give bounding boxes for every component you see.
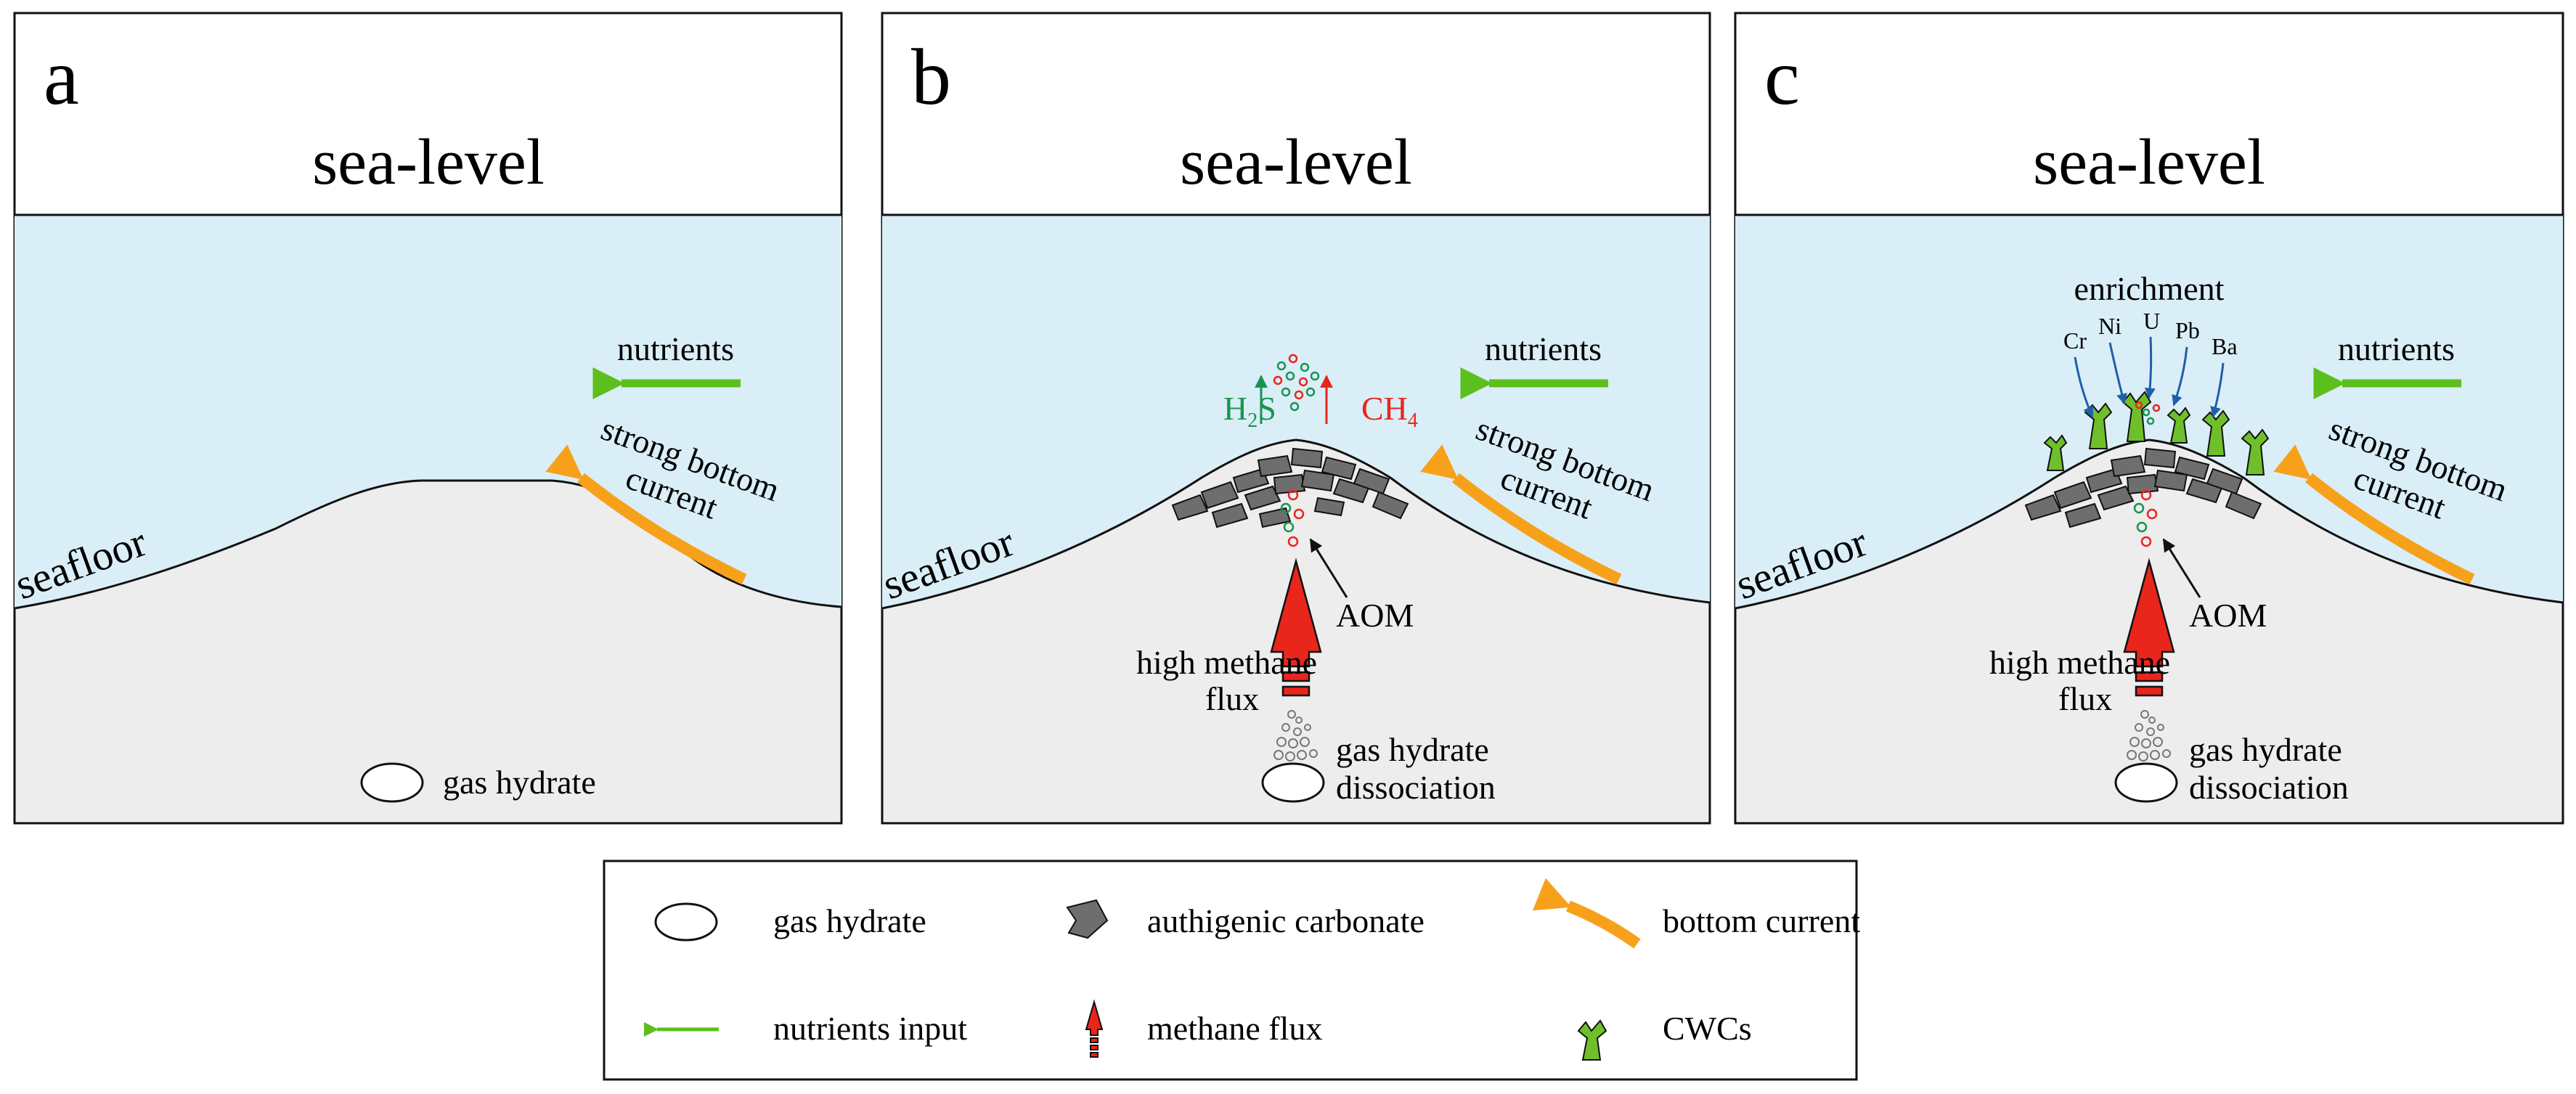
aom-pointer	[1309, 538, 1348, 598]
enrichment-arrows	[2074, 336, 2225, 418]
nutrients-label: nutrients	[2338, 330, 2455, 367]
hydrate-label-line2: dissociation	[2189, 769, 2349, 806]
gas-hydrate-icon	[360, 762, 424, 803]
panel-label: c	[1764, 33, 1800, 121]
panel-a: a sea-level seafloor nutrients strong bo…	[9, 12, 843, 825]
legend-label: bottom current	[1663, 902, 1860, 939]
methane-flux-arrow	[2123, 558, 2175, 697]
rising-bubbles	[1273, 710, 1318, 762]
panel-label: b	[911, 33, 951, 121]
sea-level-label: sea-level	[312, 126, 545, 198]
legend-item-nutrients-input: nutrients input	[644, 1010, 967, 1047]
panel-label: a	[44, 33, 79, 121]
flux-label-line2: flux	[1205, 680, 1259, 717]
bottom-current-arrow	[2273, 444, 2475, 585]
element-pb: Pb	[2175, 317, 2200, 343]
authigenic-carbonate-mound	[1171, 447, 1409, 528]
legend-item-bottom-current: bottom current	[1532, 878, 1860, 949]
rising-bubbles	[2127, 710, 2171, 762]
element-ni: Ni	[2098, 313, 2121, 339]
sea-level-label: sea-level	[2033, 126, 2265, 198]
legend-item-methane-flux: methane flux	[1085, 999, 1322, 1058]
bottom-current-arrow	[1420, 444, 1622, 585]
element-u: U	[2143, 308, 2160, 334]
cwc-icon	[1577, 1019, 1607, 1061]
hydrate-label-line1: gas hydrate	[2189, 731, 2342, 768]
hydrate-label-line2: dissociation	[1336, 769, 1496, 806]
flux-label-line1: high methane	[1136, 644, 1317, 681]
legend-item-authigenic-carbonate: authigenic carbonate	[1066, 899, 1424, 939]
element-cr: Cr	[2063, 327, 2087, 354]
element-ba: Ba	[2212, 333, 2238, 359]
legend: gas hydrate authigenic carbonate bottom …	[603, 860, 1860, 1081]
panel-c: c sea-level seafloor nutrients strong bo…	[1729, 12, 2564, 825]
gas-hydrate-icon	[2114, 762, 2178, 803]
flux-label-line1: high methane	[1989, 644, 2170, 681]
seep-bubbles	[1273, 354, 1320, 547]
gas-hydrate-icon	[654, 902, 718, 942]
aom-pointer	[2162, 538, 2201, 598]
sea-level-label: sea-level	[1180, 126, 1412, 198]
legend-item-cwcs: CWCs	[1577, 1010, 1752, 1061]
bottom-current-icon	[1532, 878, 1641, 949]
methane-flux-icon	[1085, 999, 1104, 1058]
aom-label: AOM	[2189, 597, 2267, 634]
nutrients-label: nutrients	[1485, 330, 1602, 367]
panel-b: b sea-level seafloor nutrients strong bo…	[876, 12, 1711, 825]
legend-item-gas-hydrate: gas hydrate	[654, 902, 926, 942]
legend-label: methane flux	[1147, 1010, 1322, 1047]
legend-label: nutrients input	[773, 1010, 967, 1047]
legend-label: gas hydrate	[773, 902, 926, 939]
aom-label: AOM	[1336, 597, 1414, 634]
authigenic-carbonate-icon	[1066, 899, 1109, 939]
legend-label: authigenic carbonate	[1147, 902, 1424, 939]
gas-hydrate-label: gas hydrate	[443, 764, 596, 801]
gas-hydrate-icon	[1261, 762, 1325, 803]
enrichment-label: enrichment	[2074, 270, 2225, 307]
flux-label-line2: flux	[2058, 680, 2112, 717]
legend-label: CWCs	[1663, 1010, 1752, 1047]
hydrate-label-line1: gas hydrate	[1336, 731, 1489, 768]
ch4-label: CH4	[1361, 390, 1418, 432]
methane-flux-arrow	[1270, 558, 1322, 697]
nutrients-label: nutrients	[617, 330, 734, 367]
bottom-current-arrow	[545, 444, 747, 585]
sediment	[13, 479, 843, 825]
authigenic-carbonate-mound	[2024, 447, 2262, 528]
